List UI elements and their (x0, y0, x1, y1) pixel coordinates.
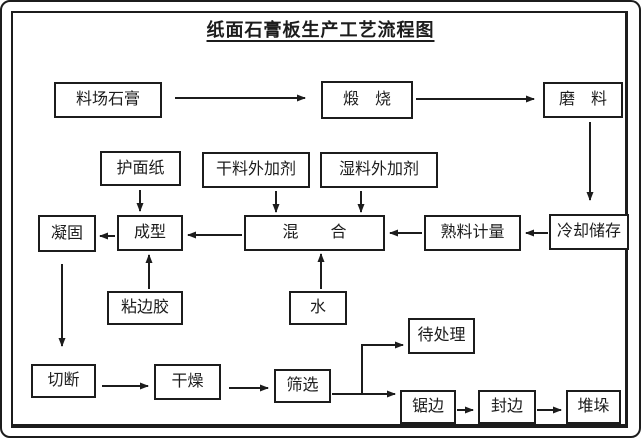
node-fengbian: 封边 (478, 390, 536, 424)
page-title: 纸面石膏板生产工艺流程图 (2, 16, 639, 42)
node-liaochang-shigao: 料场石膏 (54, 82, 162, 118)
node-qieduan: 切断 (31, 364, 96, 398)
page-title-text: 纸面石膏板生产工艺流程图 (206, 20, 435, 40)
node-daichuli: 待处理 (408, 318, 475, 354)
node-duiduo: 堆垛 (566, 390, 621, 424)
node-ganzao: 干燥 (154, 364, 221, 400)
node-lengque-chucun: 冷却储存 (549, 214, 629, 250)
node-shui: 水 (289, 291, 347, 325)
node-shaixuan: 筛选 (274, 369, 331, 403)
node-zhanbianjiao: 粘边胶 (107, 291, 183, 325)
node-ninggu: 凝固 (38, 215, 96, 252)
node-juban: 锯边 (400, 390, 456, 424)
node-moliao: 磨 料 (543, 82, 623, 118)
node-ganliao-waijiaji: 干料外加剂 (202, 152, 310, 188)
node-duanshao: 煅 烧 (321, 81, 413, 119)
node-hunhe: 混 合 (244, 215, 385, 251)
node-humianzhi: 护面纸 (100, 151, 181, 186)
arrow-shaixuan-to-daichuli (361, 341, 404, 394)
node-chengxing: 成型 (117, 215, 183, 251)
node-shuliao-jiliang: 熟料计量 (424, 215, 521, 251)
node-shiliao-waijiaji: 湿料外加剂 (320, 152, 438, 188)
